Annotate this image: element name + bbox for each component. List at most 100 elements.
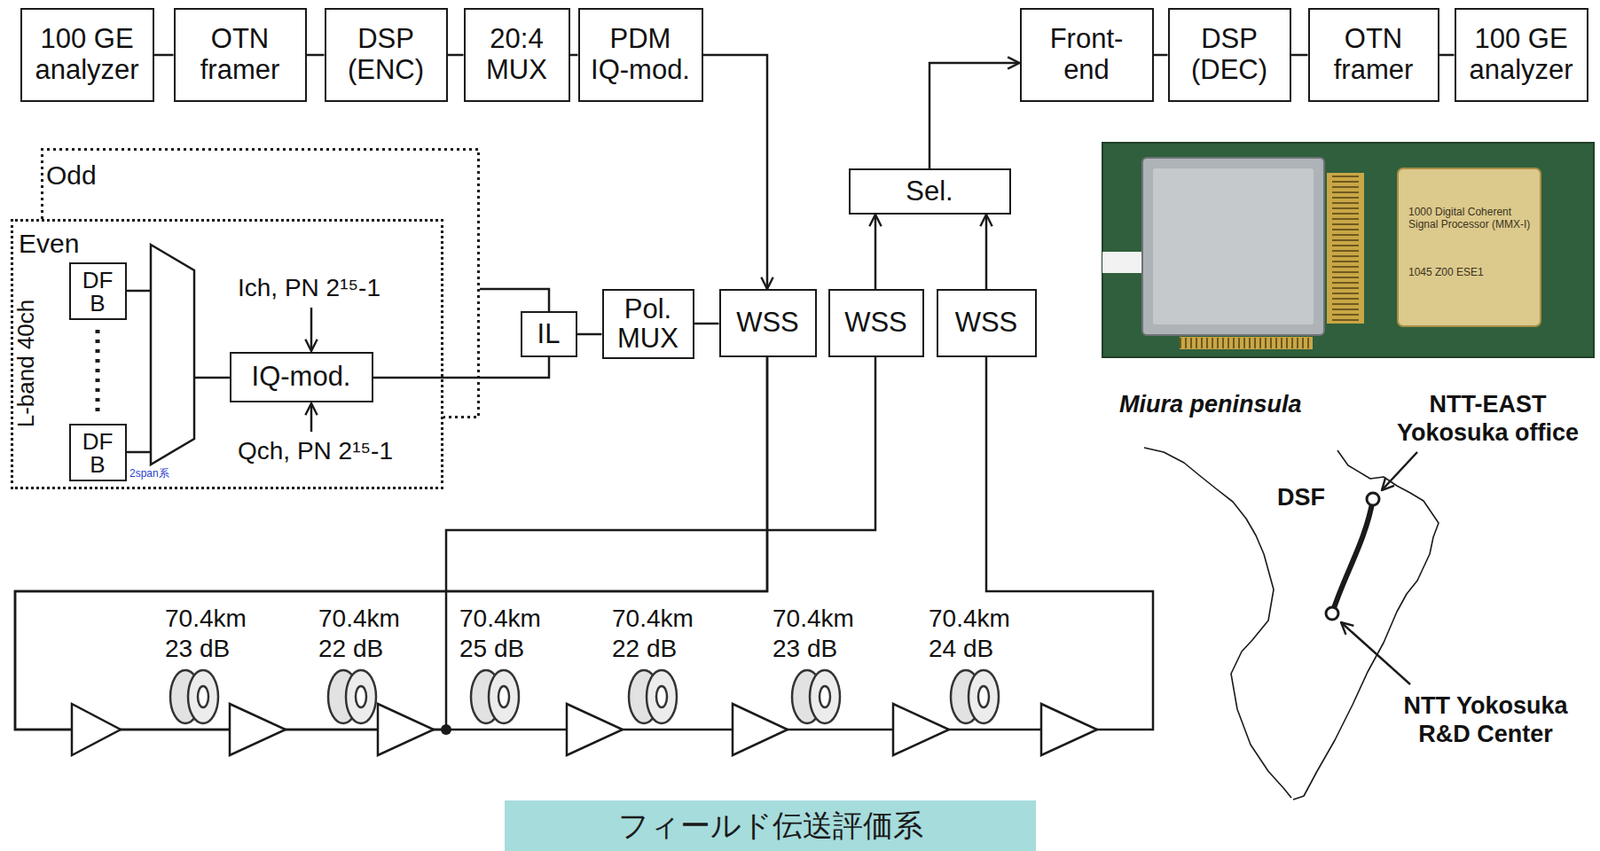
connector [577,333,603,337]
box-label: IQ-mod. [239,361,364,393]
board-photo [1102,142,1594,358]
band-label: L-band 40ch [12,299,40,429]
connector [703,54,769,290]
fiber-spool [328,670,377,724]
amplifiers [71,704,1098,756]
dsp-chip [1397,168,1541,327]
connector [874,214,878,290]
connector [15,357,876,730]
connector [306,54,325,57]
amplifier-symbol [566,704,623,756]
module-lid [1152,168,1314,325]
wss-box: WSS [936,289,1037,358]
fiber-label: DSF [1277,483,1326,512]
box-label: 20:4 MUX [473,23,561,86]
box-label: DF B [73,430,123,477]
circuit-board [1102,142,1594,358]
connector [694,322,720,326]
box-label: PDM IQ-mod. [588,23,694,86]
span-label: 70.4km 24 dB [928,603,1018,664]
peninsula-map [1144,447,1439,800]
signal-label: Qch, PN 2¹⁵-1 [237,436,393,467]
modulator-box: IQ-mod. [229,352,374,403]
amplifier-symbol [377,704,434,756]
chip-marking: 1000 Digital Coherent Signal Processor (… [1408,205,1533,232]
polmux-box: Pol. MUX [602,289,695,360]
map-title: Miura peninsula [1119,390,1302,419]
connector [447,54,464,57]
span-label: 70.4km 25 dB [459,603,549,664]
analyzer-box: 100 GE analyzer [1454,7,1589,102]
connector [985,214,989,290]
box-label: Front-end [1029,23,1145,86]
span-label: 70.4km 23 dB [164,603,254,664]
fiber-spool [470,670,519,724]
interleaver-box: IL [520,311,578,358]
connector [570,54,579,57]
site-label: NTT Yokosuka R&D Center [1388,691,1584,750]
modulator-box: PDM IQ-mod. [578,7,704,102]
analyzer-box: 100 GE analyzer [20,7,155,102]
fiber-spool [950,670,999,724]
connector [1153,54,1169,57]
amplifier-symbol [893,704,950,756]
span-label: 70.4km 22 dB [318,603,408,664]
framer-box: OTN framer [173,7,307,102]
box-label: WSS [729,307,808,339]
mux-box: 20:4 MUX [463,7,571,102]
site-label: NTT-EAST Yokosuka office [1383,390,1593,448]
leader-arrow [1341,622,1411,685]
dotted-outline [42,149,479,418]
box-label: Pol. MUX [611,295,685,353]
span-label: 70.4km 23 dB [772,603,862,664]
wss-box: WSS [719,289,817,358]
box-label: DSP (ENC) [334,23,439,86]
connector [373,357,550,378]
ellipsis-dots [95,329,101,417]
pin-row [1332,175,1359,322]
laser-box: DF B [69,262,127,321]
box-label: IL [530,319,568,351]
span-label: 70.4km 22 dB [611,603,701,664]
selector-box: Sel. [848,168,1012,215]
dsp-box: DSP (ENC) [324,7,448,102]
leader-arrow [1381,452,1418,491]
group-title: Even [18,228,436,259]
annotation: 2span系 [129,468,170,481]
signal-label: Ich, PN 2¹⁵-1 [237,273,381,304]
wire [125,290,151,293]
box-label: OTN framer [1317,23,1430,86]
fiber-spool [170,670,219,724]
box-label: WSS [838,307,915,339]
dsp-box: DSP (DEC) [1168,7,1292,102]
box-label: DF B [73,268,123,315]
connector [479,289,550,312]
mux-trapezoid [150,244,195,465]
data-arrow [310,307,314,352]
amplifier-symbol [732,704,788,756]
group-title: Odd [46,160,475,191]
laser-box: DF B [69,423,127,482]
wire [125,451,151,455]
caption-band: フィールド伝送評価系 [504,800,1036,851]
amplifier-symbol [1041,704,1098,756]
connector-pins [1326,172,1365,324]
wire [194,376,230,380]
fiber-spool [628,670,677,724]
amplifier-symbol [229,704,286,756]
box-label: 100 GE analyzer [30,23,145,86]
fiber-cable [1102,251,1146,274]
amplifier-symbol [71,704,121,756]
fiber-route [1332,499,1373,614]
data-arrow [310,403,314,432]
connector [929,62,1020,169]
chip-marking: 1045 Z00 ESE1 [1408,266,1533,279]
connector [1291,54,1309,57]
box-label: Sel. [858,176,1002,208]
box-label: OTN framer [183,23,298,86]
connector [1439,54,1455,57]
site-dot [1366,493,1380,506]
connector-pins [1179,337,1313,350]
